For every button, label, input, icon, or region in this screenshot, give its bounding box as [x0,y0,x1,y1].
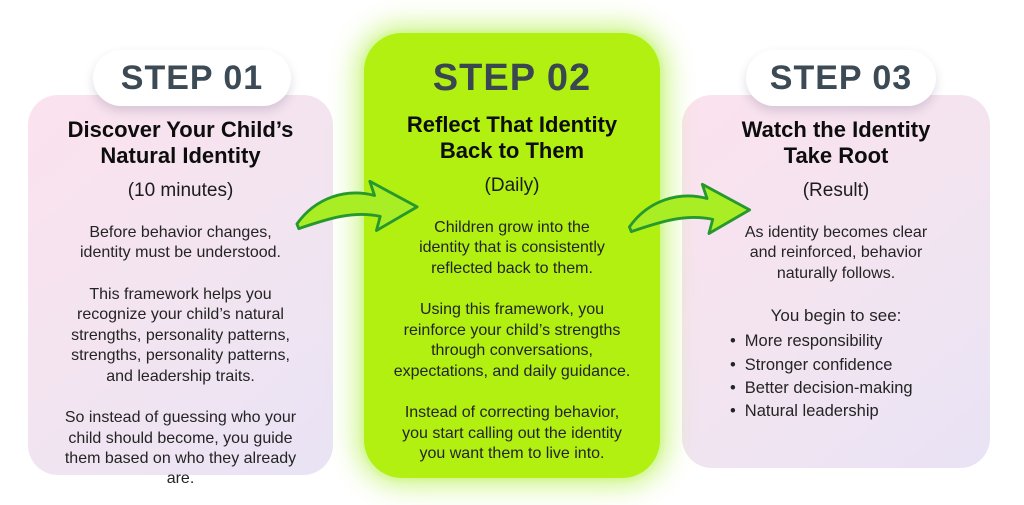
step-1-badge: STEP 01 [93,50,291,106]
step-1-paragraph: Before behavior changes, identity must b… [79,223,281,262]
step-3-badge-label: STEP 03 [769,58,913,97]
step-2-paragraph: Children grow into the identity that is … [419,218,605,277]
step-1-title: Discover Your Child’s Natural Identity [67,117,294,169]
step-1-badge-label: STEP 01 [120,58,264,97]
step-3-title: Watch the Identity Take Root [741,117,931,169]
step-3-badge: STEP 03 [746,50,936,106]
list-item: Better decision-making [730,377,978,400]
step-2-paragraph: Instead of correcting behavior, you star… [402,404,622,462]
step-3-outcomes-list: More responsibility Stronger confidence … [694,330,978,424]
step-2-badge-label: STEP 02 [432,57,592,99]
step-2-paragraph: Using this framework, you reinforce your… [393,301,631,380]
step-3-list-intro: You begin to see: [770,306,902,326]
list-item: Natural leadership [730,400,978,423]
step-1-paragraph: This framework helps you recognize your … [71,285,290,385]
step-3-card: Watch the Identity Take Root (Result) As… [682,95,990,468]
list-item: Stronger confidence [730,354,978,377]
step-3-paragraph: As identity becomes clear and reinforced… [744,223,928,282]
step-2-title: Reflect That Identity Back to Them [406,112,618,164]
step-1-card: Discover Your Child’s Natural Identity (… [28,95,333,487]
arrow-step1-to-step2-icon [295,179,419,232]
step-1-duration: (10 minutes) [127,179,234,201]
step-2-card: STEP 02 Reflect That Identity Back to Th… [364,33,660,478]
step-3-duration: (Result) [802,179,870,201]
arrow-step2-to-step3-icon [627,182,752,235]
step-1-paragraph: So instead of guessing who your child sh… [64,409,297,488]
list-item: More responsibility [730,330,978,353]
step-2-duration: (Daily) [484,174,540,196]
